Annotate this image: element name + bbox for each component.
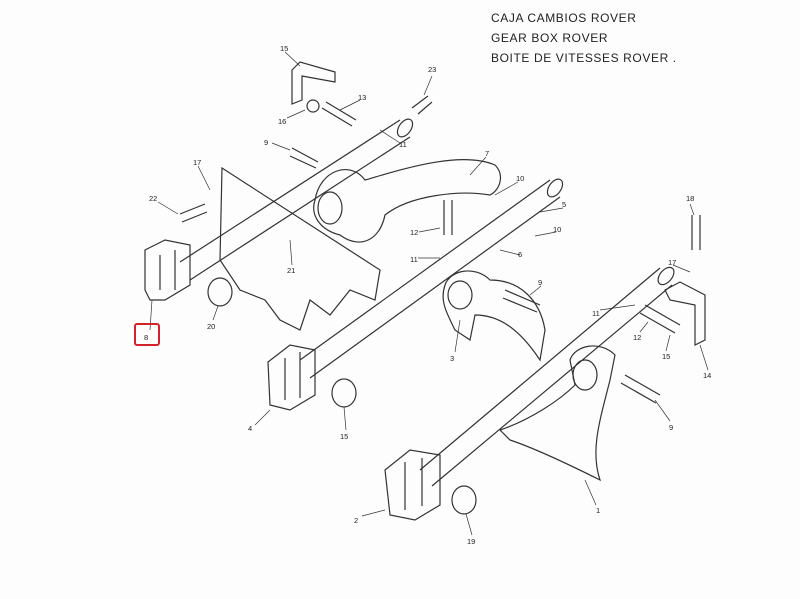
label-21: 21 <box>287 266 295 275</box>
bracket-upper <box>291 61 336 105</box>
selector-fork-1 <box>498 345 616 482</box>
bolt-23 <box>411 95 433 115</box>
label-4: 4 <box>248 424 252 433</box>
label-22: 22 <box>149 194 157 203</box>
o-ring-19 <box>451 485 477 515</box>
label-15c: 15 <box>340 432 348 441</box>
shaft-middle <box>299 178 564 379</box>
label-8: 8 <box>144 333 148 342</box>
selector-fork-3 <box>442 270 546 362</box>
bolt-9b <box>502 289 541 313</box>
o-ring-20 <box>207 277 233 307</box>
label-3: 3 <box>450 354 454 363</box>
label-7: 7 <box>485 149 489 158</box>
selector-block-2 <box>384 449 441 521</box>
label-1: 1 <box>596 506 600 515</box>
title-french: BOITE DE VITESSES ROVER . <box>491 51 677 65</box>
label-23: 23 <box>428 65 436 74</box>
shaft-upper <box>179 118 414 281</box>
selector-fork-7 <box>313 159 502 243</box>
label-11c: 11 <box>592 309 600 318</box>
label-11b: 11 <box>410 255 418 264</box>
highlight-box-part-8 <box>134 323 160 346</box>
label-5: 5 <box>562 200 566 209</box>
interlock-plate <box>219 166 381 331</box>
label-14: 14 <box>703 371 711 380</box>
label-13: 13 <box>358 93 366 102</box>
label-15b: 15 <box>662 352 670 361</box>
bolt-9 <box>289 147 319 169</box>
label-2: 2 <box>354 516 358 525</box>
label-19: 19 <box>467 537 475 546</box>
label-9c: 9 <box>669 423 673 432</box>
spring-12 <box>443 200 453 235</box>
label-11: 11 <box>399 140 407 149</box>
label-16: 16 <box>278 117 286 126</box>
bolt-22 <box>179 203 208 223</box>
selector-block-8 <box>144 239 191 301</box>
label-9b: 9 <box>538 278 542 287</box>
bolt-9c <box>620 374 661 404</box>
label-20: 20 <box>207 322 215 331</box>
bolt-18 <box>691 215 701 250</box>
label-6: 6 <box>518 250 522 259</box>
spring-13 <box>321 101 357 127</box>
label-17: 17 <box>193 158 201 167</box>
label-12: 12 <box>410 228 418 237</box>
label-10: 10 <box>516 174 524 183</box>
title-spanish: CAJA CAMBIOS ROVER <box>491 11 637 25</box>
title-english: GEAR BOX ROVER <box>491 31 609 45</box>
label-9: 9 <box>264 138 268 147</box>
bracket-right <box>664 281 706 346</box>
spring-12b <box>639 304 681 334</box>
label-17b: 17 <box>668 258 676 267</box>
label-15: 15 <box>280 44 288 53</box>
shaft-lower <box>419 266 675 487</box>
label-10b: 10 <box>553 225 561 234</box>
selector-block-4 <box>267 344 316 411</box>
label-12b: 12 <box>633 333 641 342</box>
label-18: 18 <box>686 194 694 203</box>
